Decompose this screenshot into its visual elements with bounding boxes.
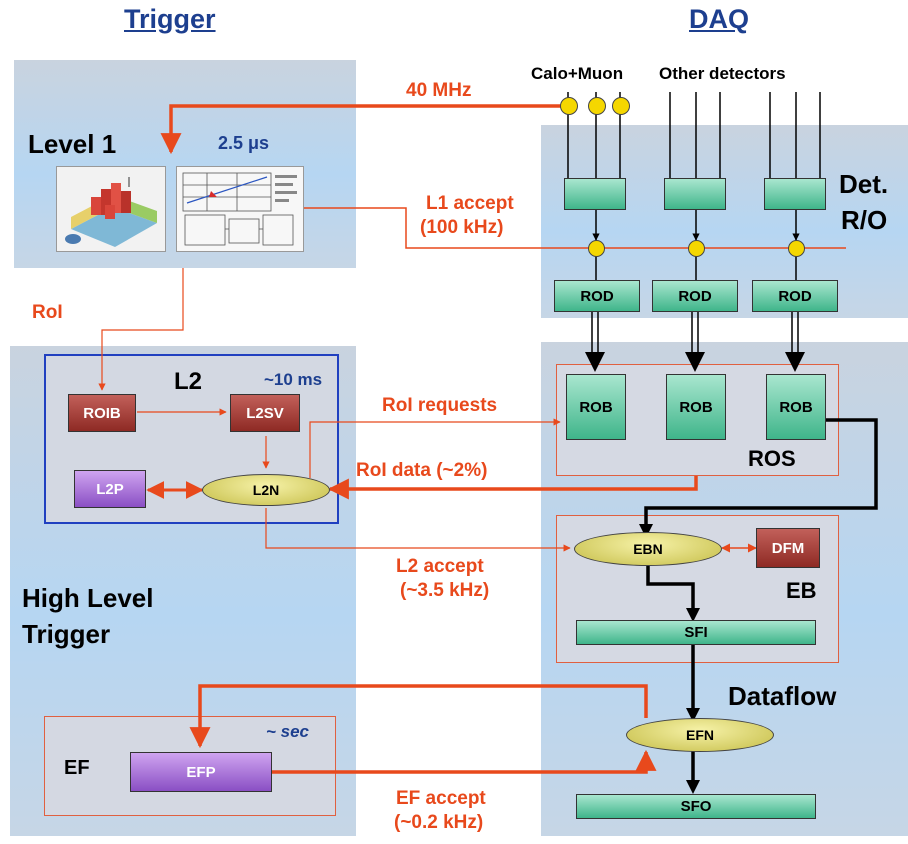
rob-box-3: ROB xyxy=(766,374,826,440)
l2-title: L2 xyxy=(174,368,203,395)
l2p-box: L2P xyxy=(74,470,146,508)
frontend-box-3 xyxy=(764,178,826,210)
sfo-bar: SFO xyxy=(576,794,816,819)
calo-muon-label: Calo+Muon xyxy=(531,64,624,83)
ros-title: ROS xyxy=(748,446,796,471)
efp-box: EFP xyxy=(130,752,272,792)
ef-accept-label: EF accept xyxy=(396,788,486,809)
roi-label: RoI xyxy=(32,302,63,323)
l2n-node: L2N xyxy=(202,474,330,506)
rate-40mhz-label: 40 MHz xyxy=(406,80,472,101)
l1-junction-1 xyxy=(588,240,605,257)
rob-box-2: ROB xyxy=(666,374,726,440)
hlt-title-line1: High Level xyxy=(22,583,154,613)
l2-accept-rate-label: (~3.5 kHz) xyxy=(400,580,490,601)
frontend-box-1 xyxy=(564,178,626,210)
rod-box-1: ROD xyxy=(554,280,640,312)
det-ro-title-line2: R/O xyxy=(841,205,888,235)
l1-junction-3 xyxy=(788,240,805,257)
trigger-header: Trigger xyxy=(124,4,216,34)
l1-accept-rate-label: (100 kHz) xyxy=(420,217,504,238)
level1-logic-image-icon xyxy=(177,167,303,251)
l2sv-box: L2SV xyxy=(230,394,300,432)
level1-title: Level 1 xyxy=(28,129,117,159)
l1-junction-2 xyxy=(688,240,705,257)
frontend-box-2 xyxy=(664,178,726,210)
other-detectors-label: Other detectors xyxy=(659,64,786,83)
roib-box: ROIB xyxy=(68,394,136,432)
efn-node: EFN xyxy=(626,718,774,752)
rod-box-3: ROD xyxy=(752,280,838,312)
dfm-box: DFM xyxy=(756,528,820,568)
calorimeter-image-icon xyxy=(57,167,165,251)
l2-accept-label: L2 accept xyxy=(396,556,484,577)
dataflow-title: Dataflow xyxy=(728,681,837,711)
ef-accept-rate-label: (~0.2 kHz) xyxy=(394,812,484,833)
sfi-bar: SFI xyxy=(576,620,816,645)
roi-requests-label: RoI requests xyxy=(382,395,498,416)
rod-box-2: ROD xyxy=(652,280,738,312)
calorimeter-image xyxy=(56,166,166,252)
det-ro-title-line1: Det. xyxy=(839,169,889,199)
junction-2 xyxy=(588,97,606,115)
ef-time: ~ sec xyxy=(266,722,310,741)
level1-logic-image xyxy=(176,166,304,252)
hlt-title-line2: Trigger xyxy=(22,619,111,649)
roi-data-label: RoI data (~2%) xyxy=(356,460,488,481)
daq-header: DAQ xyxy=(689,4,749,34)
ef-title: EF xyxy=(64,757,90,779)
junction-3 xyxy=(612,97,630,115)
l1-accept-label: L1 accept xyxy=(426,193,514,214)
junction-1 xyxy=(560,97,578,115)
l2-time: ~10 ms xyxy=(264,370,323,389)
ebn-node: EBN xyxy=(574,532,722,566)
rob-box-1: ROB xyxy=(566,374,626,440)
eb-title: EB xyxy=(786,578,817,603)
level1-latency: 2.5 μs xyxy=(218,133,270,153)
